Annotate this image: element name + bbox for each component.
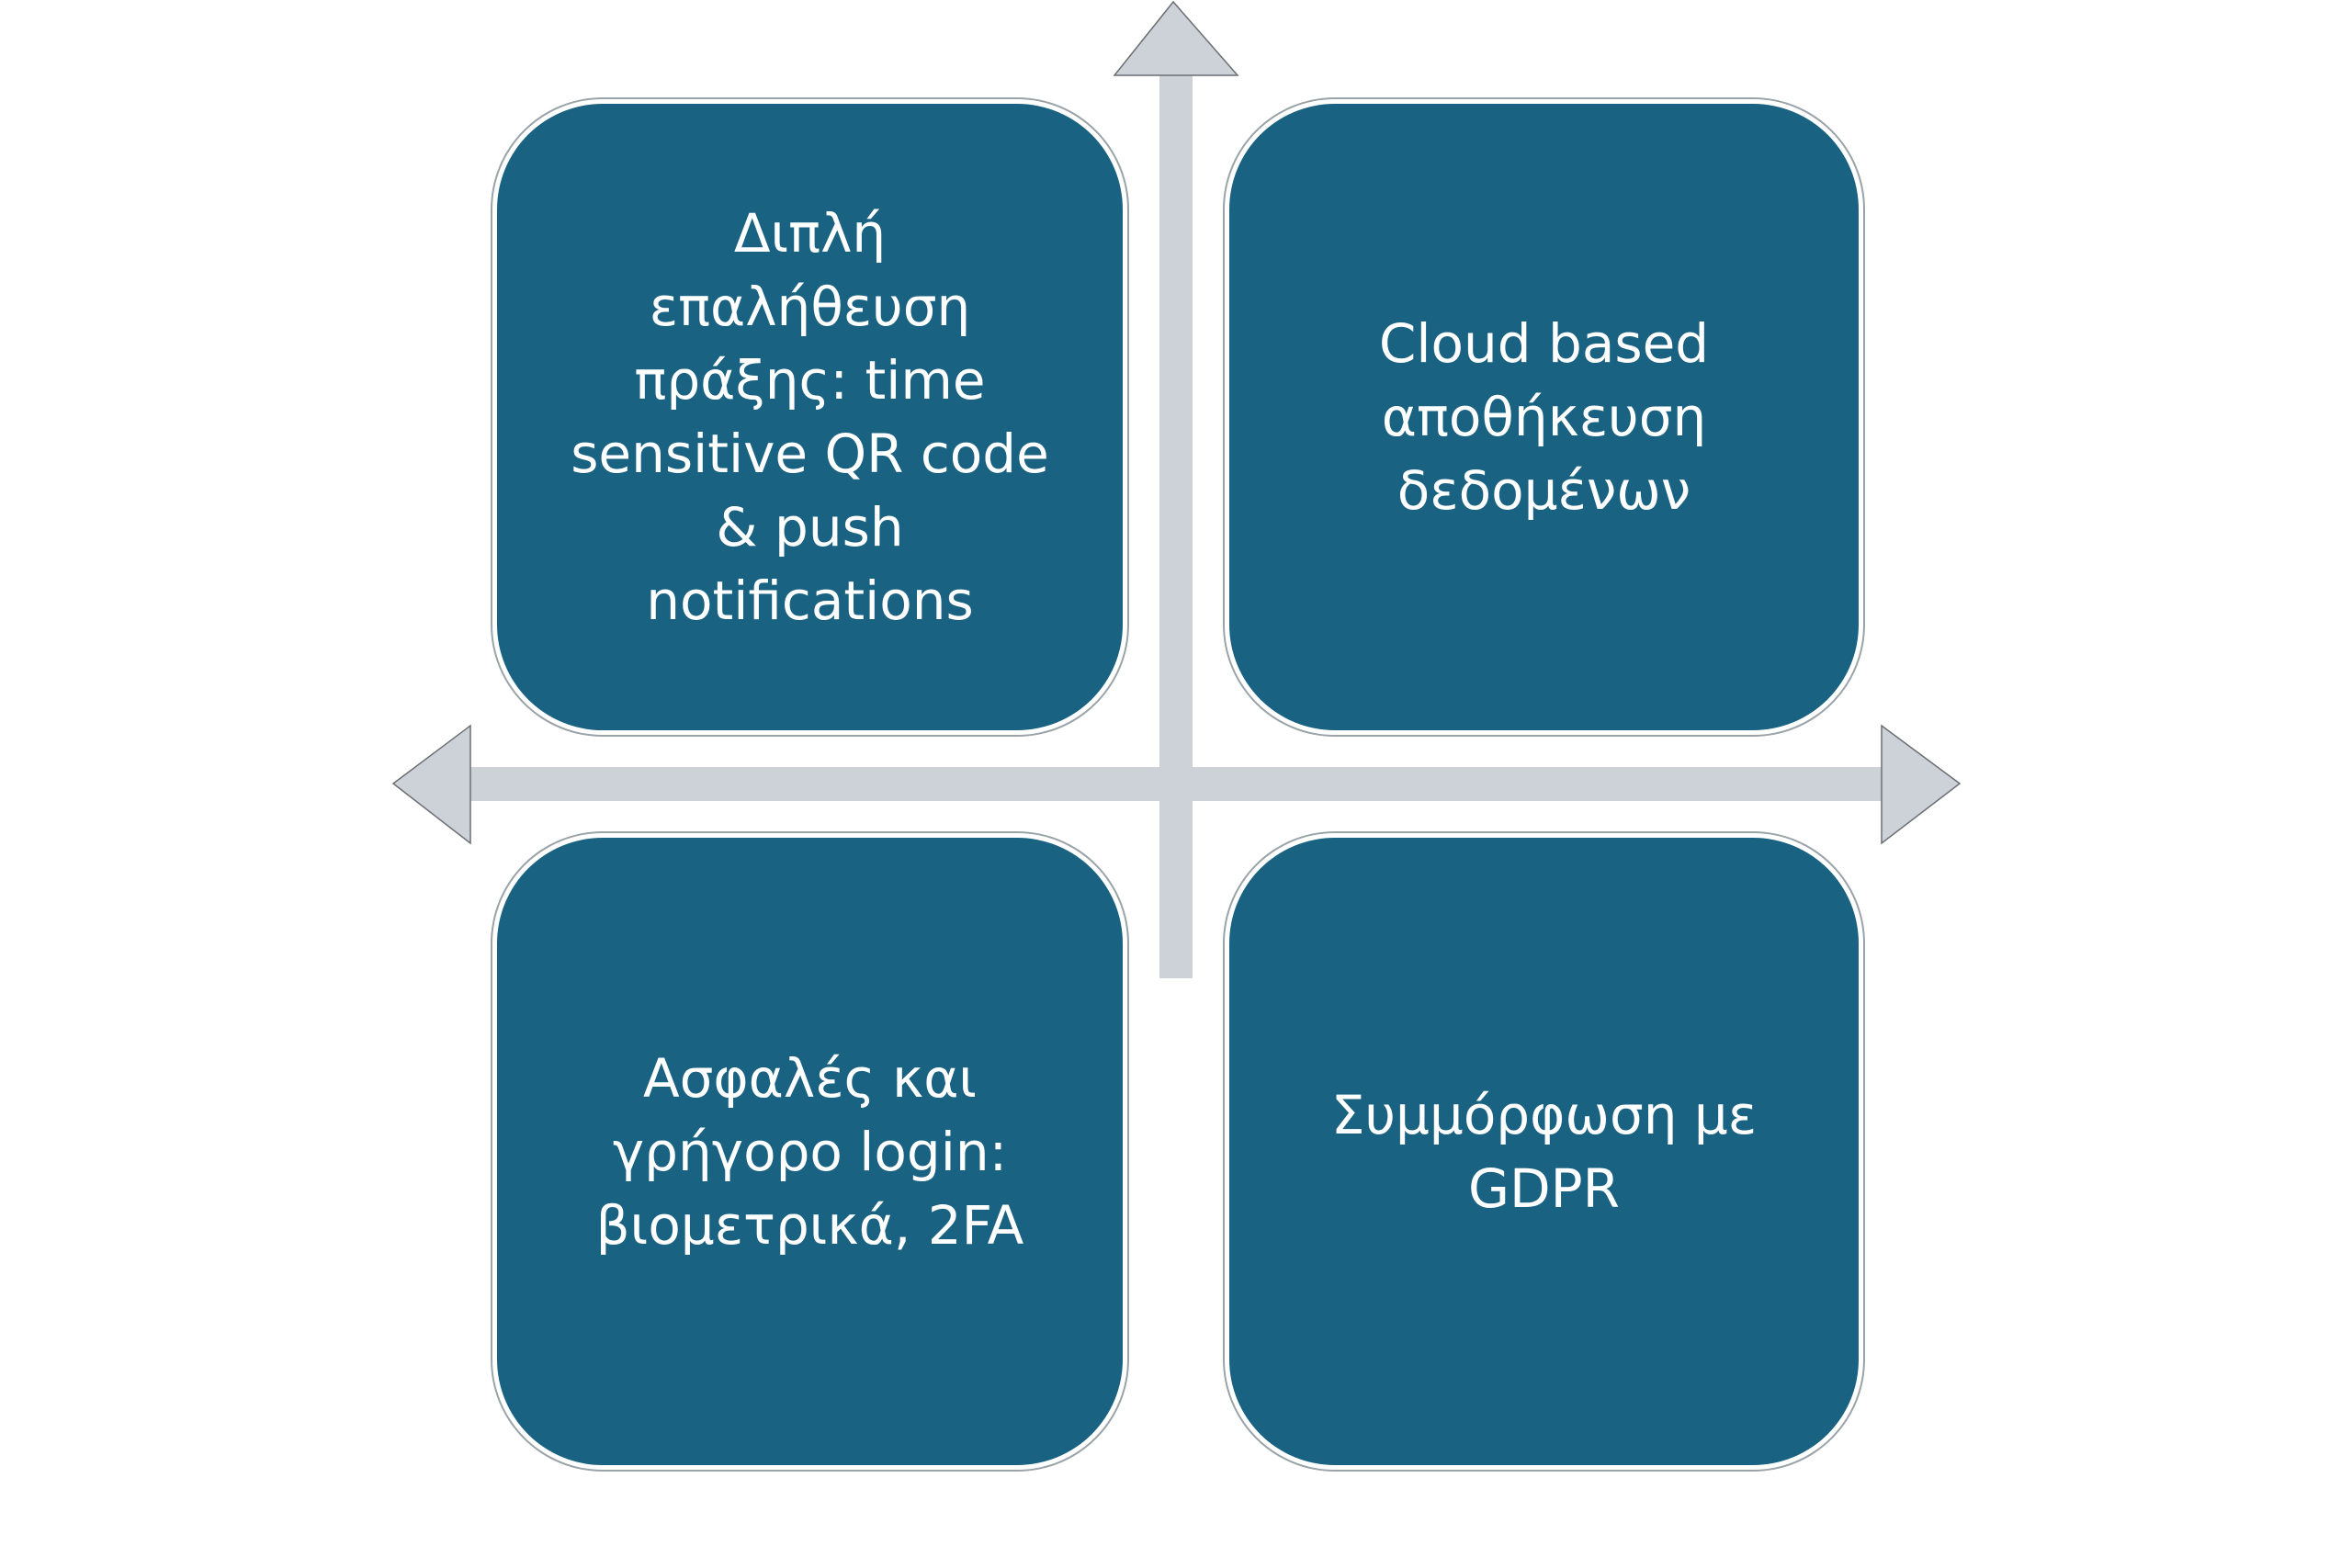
quadrant-top-right-text: Cloud based αποθήκευση δεδομένων bbox=[1378, 312, 1710, 522]
vertical-axis bbox=[1113, 0, 1239, 978]
quadrant-top-left-text: Διπλή επαλήθευση πράξης: time sensitive … bbox=[571, 202, 1049, 632]
quadrant-top-right: Cloud based αποθήκευση δεδομένων bbox=[1229, 104, 1859, 730]
quadrant-bottom-right-text: Συμμόρφωση με GDPR bbox=[1330, 1083, 1758, 1220]
right-arrowhead-icon bbox=[1881, 724, 1962, 845]
horizontal-axis bbox=[391, 724, 1962, 845]
quadrant-bottom-left: Ασφαλές και γρήγορο login: βιομετρικά, 2… bbox=[497, 838, 1123, 1465]
quadrant-bottom-right: Συμμόρφωση με GDPR bbox=[1229, 838, 1859, 1465]
vertical-axis-shaft bbox=[1159, 73, 1193, 978]
up-arrowhead-icon bbox=[1113, 0, 1239, 76]
horizontal-axis-shaft bbox=[469, 767, 1883, 801]
left-arrowhead-icon bbox=[391, 724, 471, 845]
quadrant-bottom-left-text: Ασφαλές και γρήγορο login: βιομετρικά, 2… bbox=[595, 1046, 1024, 1257]
quadrant-top-left: Διπλή επαλήθευση πράξης: time sensitive … bbox=[497, 104, 1123, 730]
